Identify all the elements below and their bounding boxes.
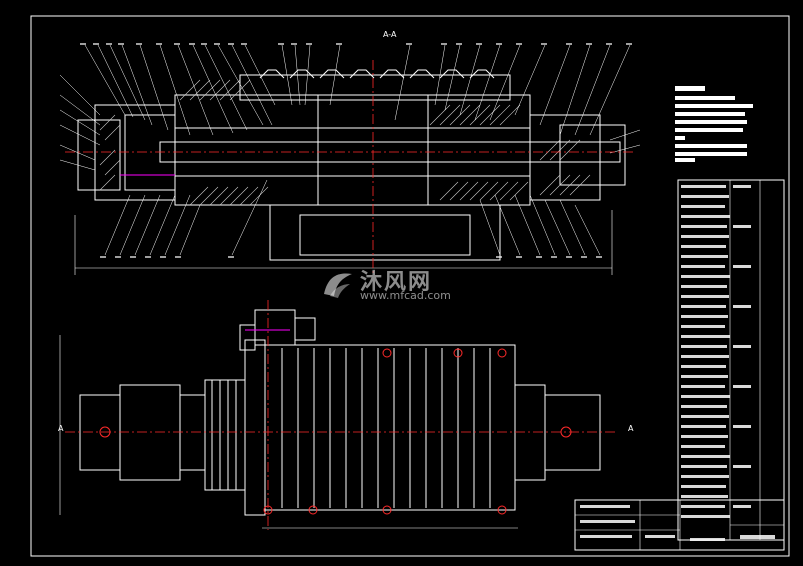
spindle-exterior-view bbox=[59, 309, 601, 529]
parts-list-table bbox=[677, 179, 785, 541]
watermark-brand-cn: 沐风网 bbox=[360, 270, 433, 295]
section-label-top: A-A bbox=[383, 30, 397, 39]
callout-ticks bbox=[80, 43, 632, 258]
section-mark-left: A bbox=[58, 424, 64, 433]
spindle-section-view bbox=[74, 69, 626, 275]
technical-notes bbox=[675, 86, 753, 162]
accent-marks bbox=[120, 174, 290, 331]
section-hatching bbox=[99, 79, 591, 206]
centerlines-top bbox=[65, 60, 635, 275]
watermark-brand-url: www.mfcad.com bbox=[360, 289, 451, 302]
bolt-holes bbox=[99, 348, 572, 515]
section-mark-right: A bbox=[628, 424, 634, 433]
centerlines-bottom bbox=[65, 300, 618, 530]
callout-leaders-top bbox=[59, 44, 641, 256]
mfcad-logo-icon bbox=[324, 273, 352, 298]
title-block bbox=[574, 499, 785, 551]
drawing-border bbox=[30, 15, 790, 557]
watermark: 沐风网 www.mfcad.com bbox=[318, 262, 488, 308]
